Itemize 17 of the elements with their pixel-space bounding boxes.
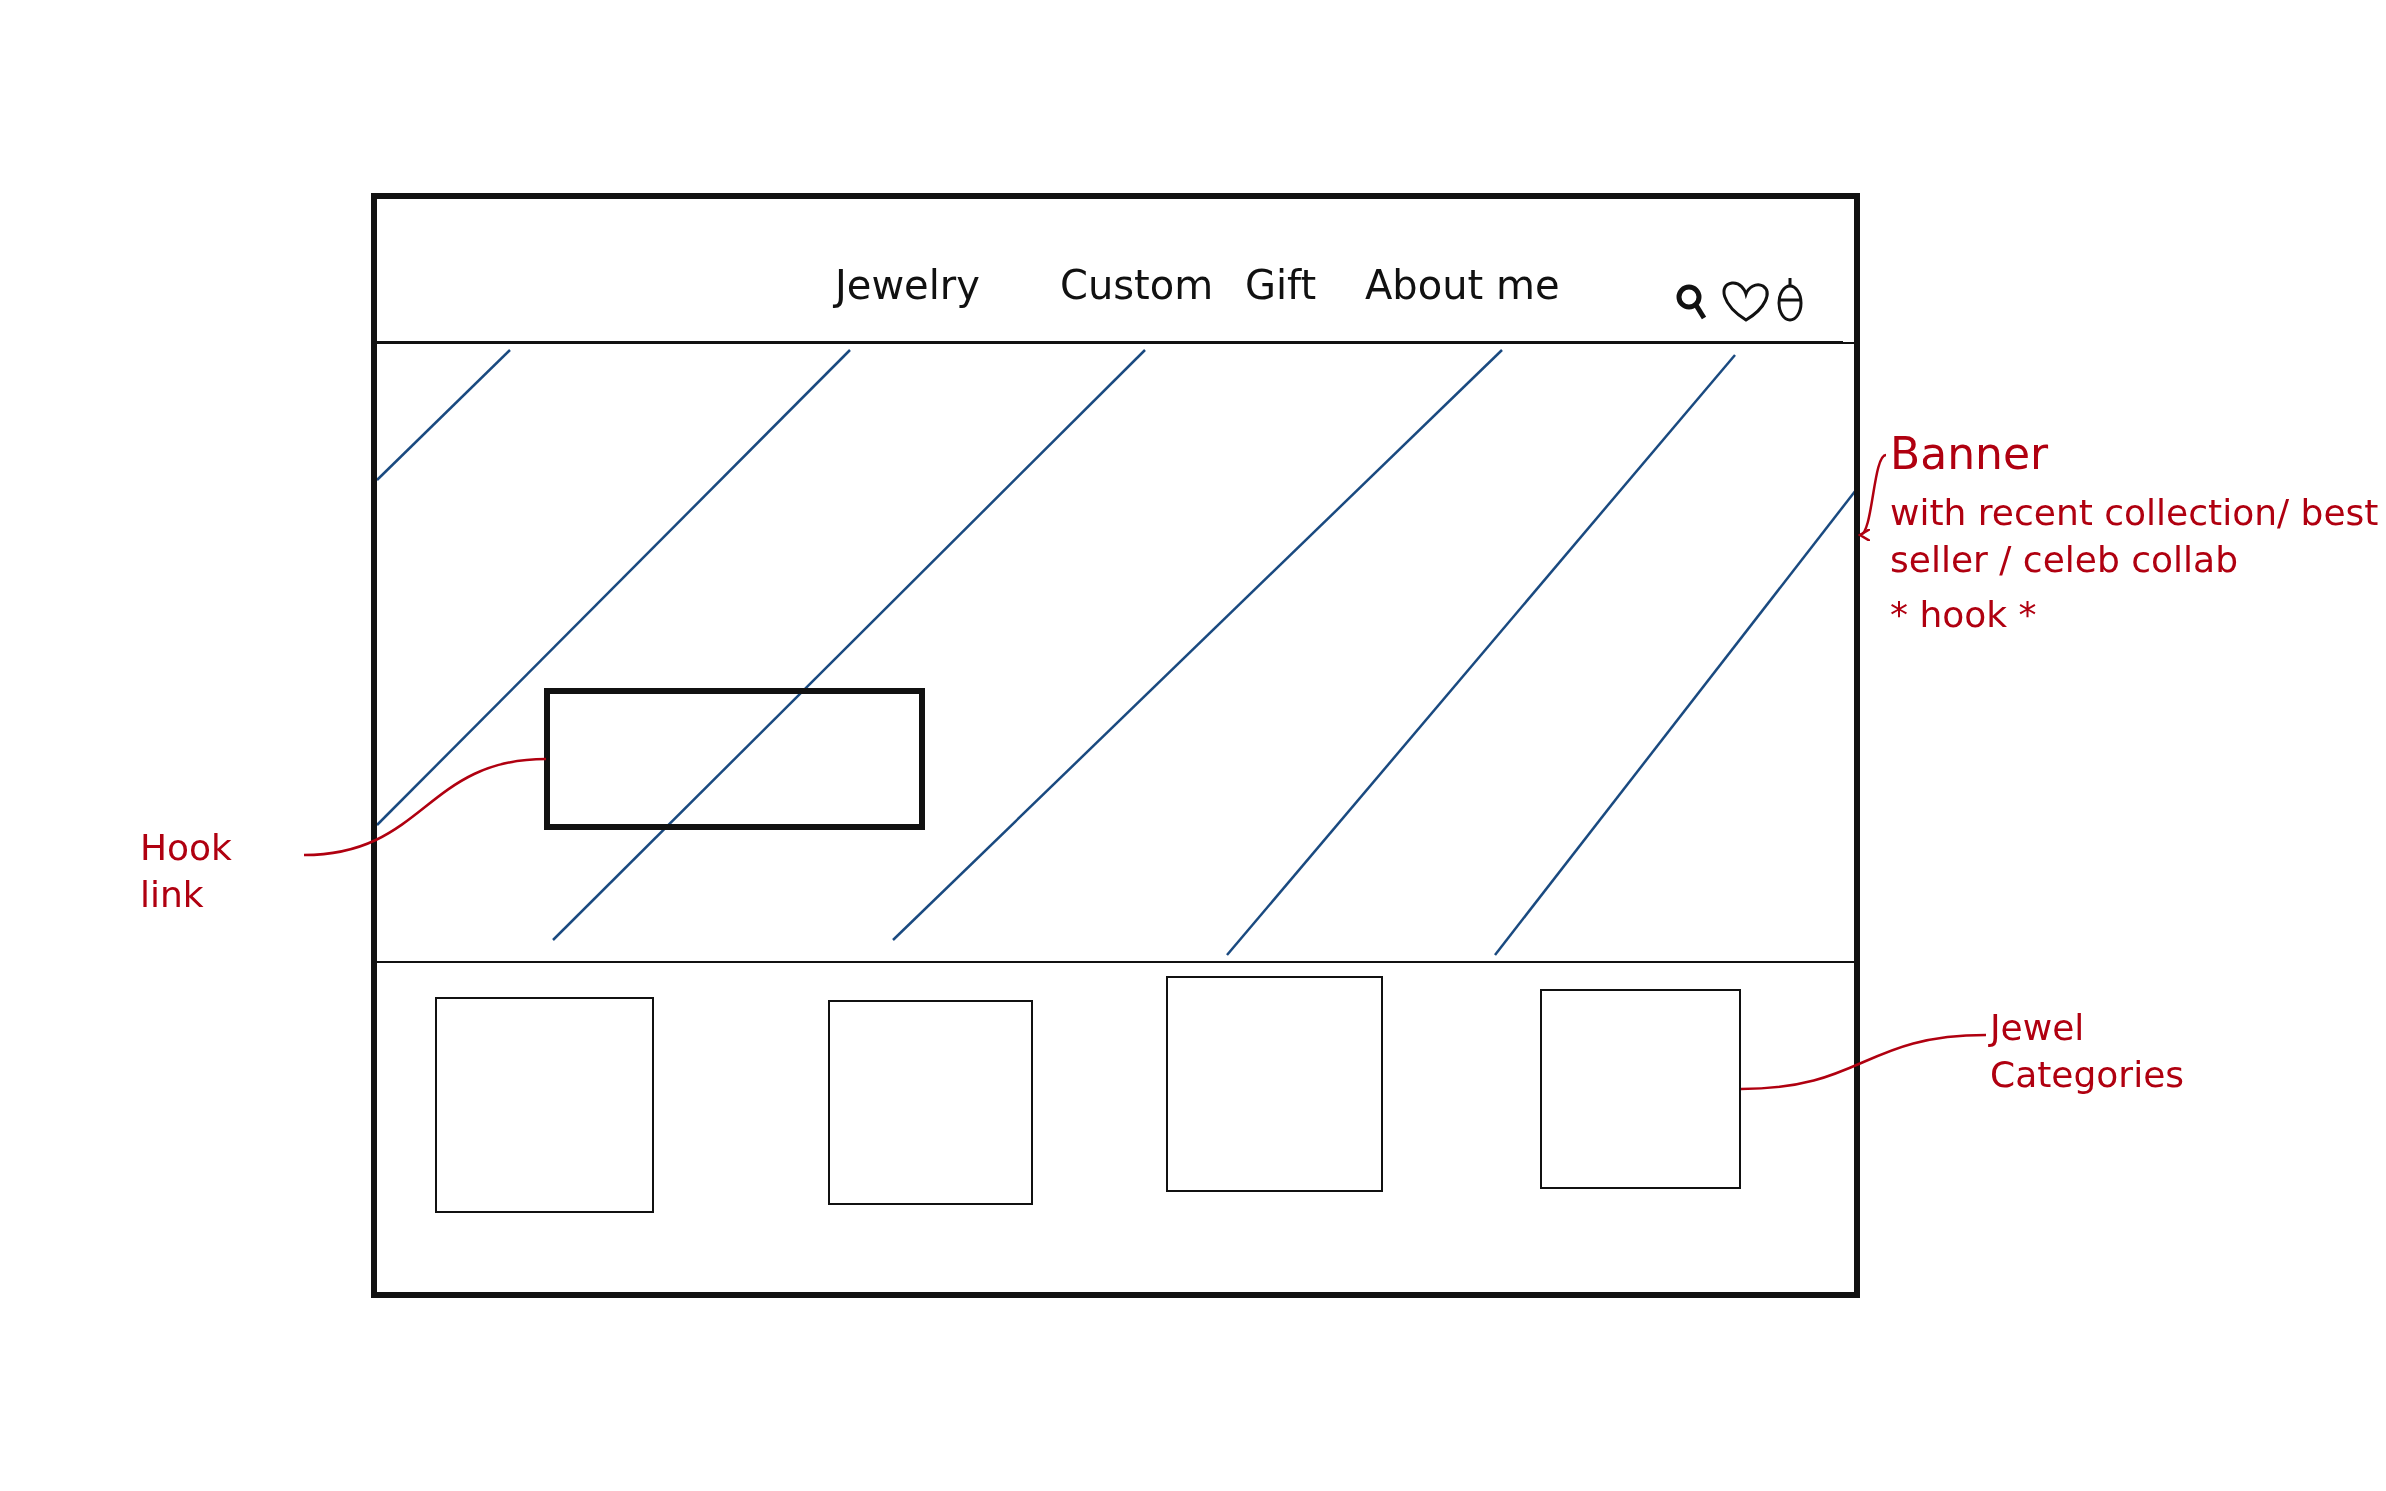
nav-link: Gift <box>1245 262 1317 308</box>
category-box <box>435 997 654 1213</box>
leader-line <box>303 757 547 857</box>
annotation-text: * hook * <box>1890 592 2038 637</box>
category-box <box>1166 976 1383 1192</box>
category-box <box>828 1000 1033 1205</box>
category-box <box>1540 989 1741 1189</box>
annotation-text: Jewel Categories <box>1990 1006 2186 1097</box>
annotation-heading: Banner <box>1890 427 2050 481</box>
annotation-text: Hook link <box>140 826 233 917</box>
nav-link: Jewelry <box>835 262 980 308</box>
annotation-text: with recent collection/ best seller / celeb collab <box>1890 491 2380 582</box>
nav-link: About me <box>1365 262 1560 308</box>
leader-line <box>1740 1033 1987 1091</box>
page-frame <box>371 193 1860 1298</box>
nav-link: Custom <box>1060 262 1214 308</box>
hook-link-box <box>544 688 925 830</box>
